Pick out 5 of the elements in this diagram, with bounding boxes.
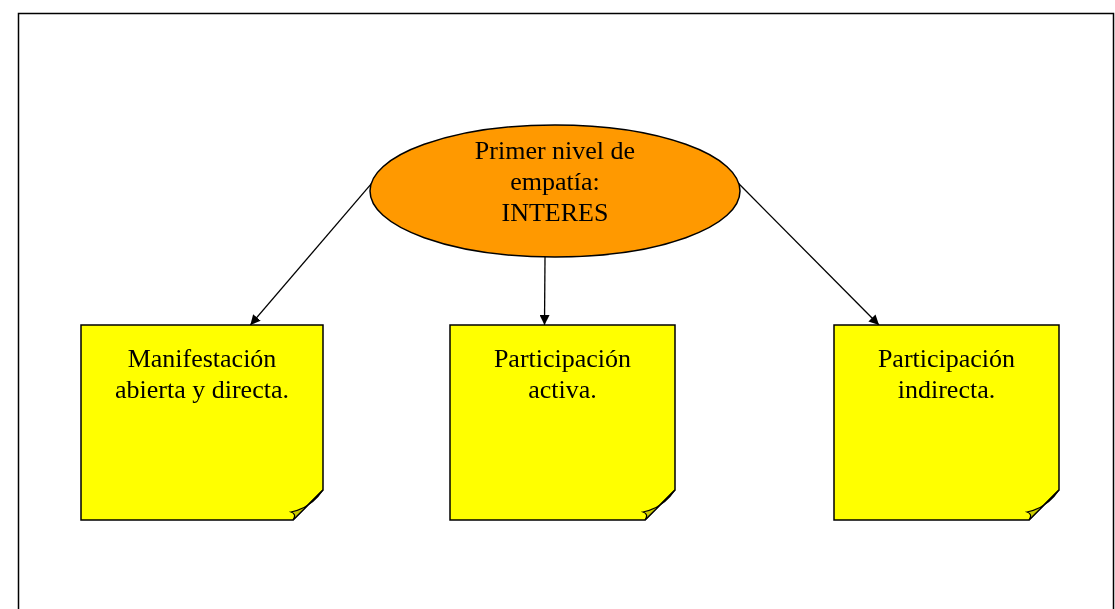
arrow [539,256,550,326]
node-label: Participación indirecta. [876,343,1017,405]
node-label: Participación activa. [492,343,633,405]
node-label: Manifestación abierta y directa. [114,343,290,405]
node-label: Primer nivel de empatía: INTERES [473,135,637,228]
